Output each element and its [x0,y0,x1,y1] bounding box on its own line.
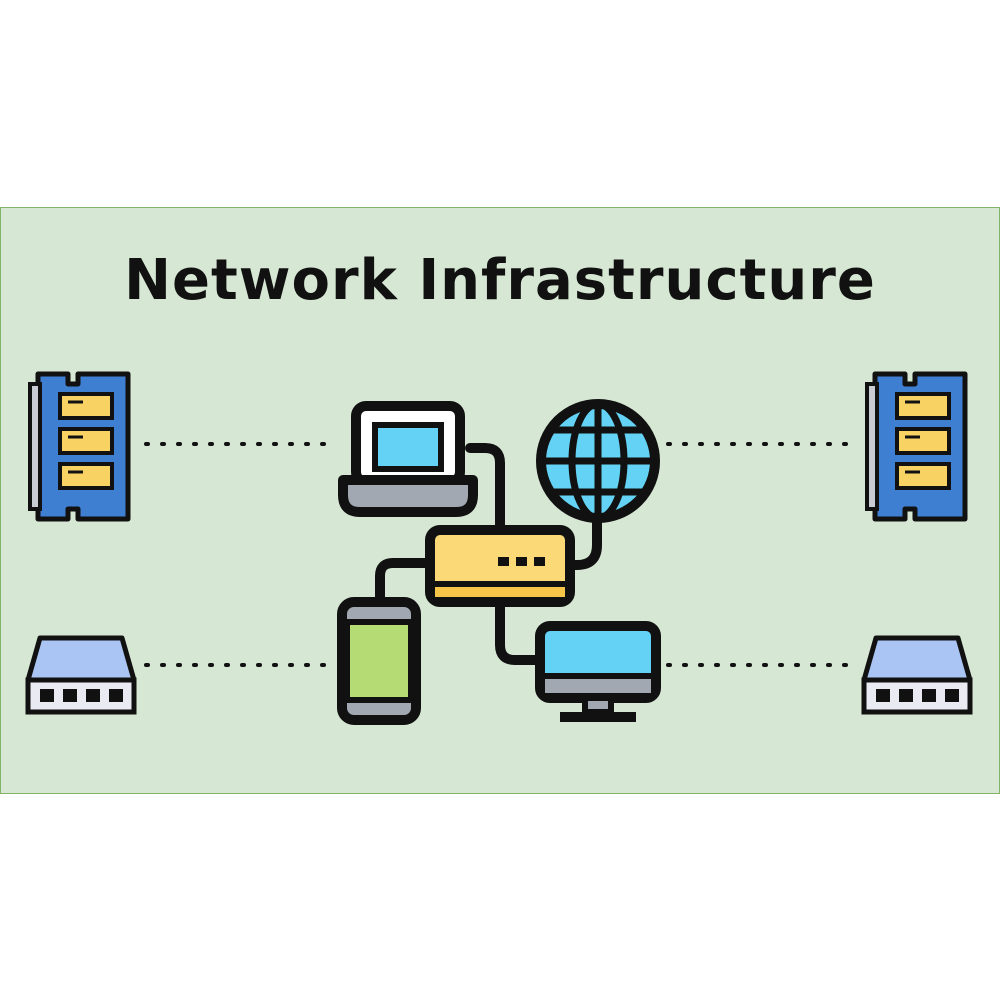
dotted-connector [144,442,850,667]
smartphone-icon [337,597,421,725]
router-icon [425,525,575,607]
laptop-icon [338,401,478,517]
globe-icon [536,399,660,523]
memory-module-icon [867,374,965,519]
memory-module-icon [30,374,128,519]
network-switch-icon [864,638,970,712]
diagram-title: Network Infrastructure [124,248,876,313]
network-cable [375,443,602,665]
network-switch-icon [28,638,134,712]
desktop-monitor-icon [535,621,661,722]
